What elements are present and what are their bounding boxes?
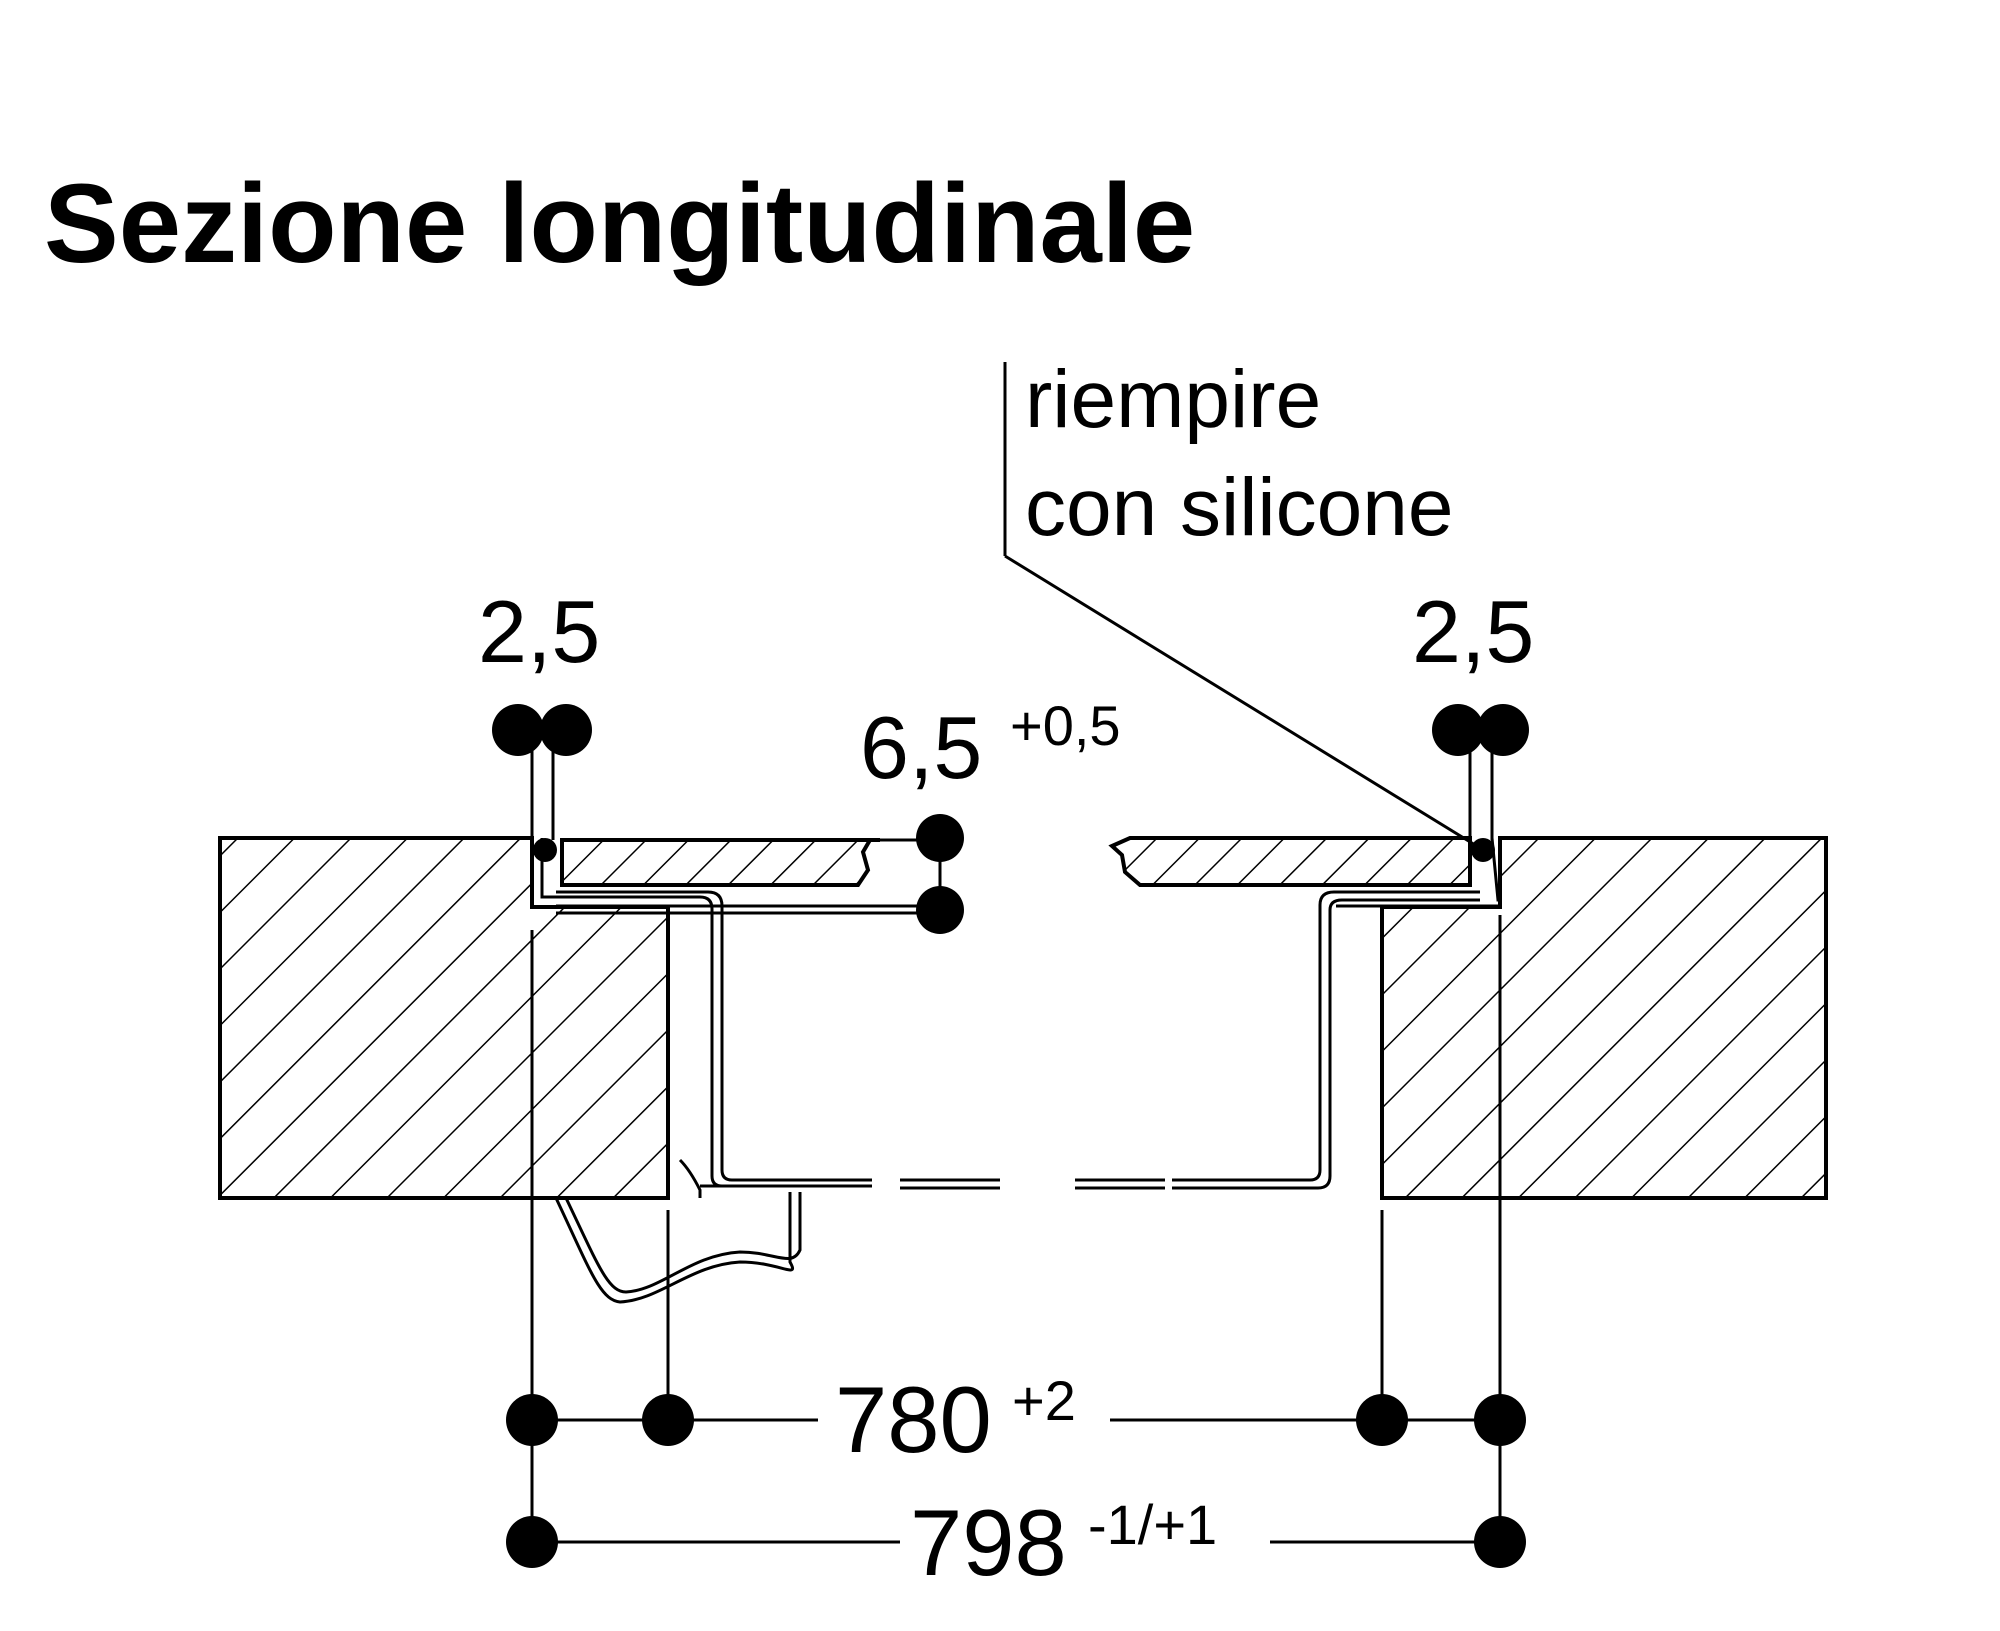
left-frame-profile [530,838,940,1304]
right-glass-plate [1108,836,1472,887]
silicone-point [533,838,557,862]
dimension-dot [1474,1516,1526,1568]
dimension-dot [1356,1394,1408,1446]
bottom-plate-dashed [900,1178,1165,1190]
right-frame-profile [1172,837,1500,1190]
recess-value: 798 [910,1490,1067,1595]
dimension-dot [642,1394,694,1446]
height-dimension: 6,5 +0,5 [860,694,1121,934]
note-line-2: con silicone [1025,462,1453,553]
extension-lines [530,915,1502,1548]
left-gap-dimension: 2,5 [478,582,600,862]
dimension-dot [1474,1394,1526,1446]
dimension-dot [916,886,964,934]
recess-dimension: 798 -1/+1 [506,1490,1526,1595]
dimension-dot [492,704,544,756]
gap-left-value: 2,5 [478,582,600,681]
cutout-dimension: 780 +2 [506,1367,1526,1472]
dimension-dot [506,1516,558,1568]
dimension-dot [1477,704,1529,756]
right-gap-dimension: 2,5 [1412,582,1534,862]
height-value: 6,5 [860,698,982,797]
gap-right-value: 2,5 [1412,582,1534,681]
silicone-point [1471,838,1495,862]
dimension-dot [916,814,964,862]
page-title: Sezione longitudinale [44,161,1195,286]
silicone-note: riempire con silicone [1003,354,1481,850]
note-line-1: riempire [1025,354,1321,445]
height-tolerance: +0,5 [1010,694,1121,757]
cutout-value: 780 [835,1367,992,1472]
note-leader-arrow [1004,554,1481,850]
dimension-dot [506,1394,558,1446]
dimension-dot [540,704,592,756]
recess-tolerance: -1/+1 [1088,1493,1217,1556]
dimension-dot [1432,704,1484,756]
left-glass-plate [560,838,880,887]
cutout-tolerance: +2 [1012,1369,1076,1432]
